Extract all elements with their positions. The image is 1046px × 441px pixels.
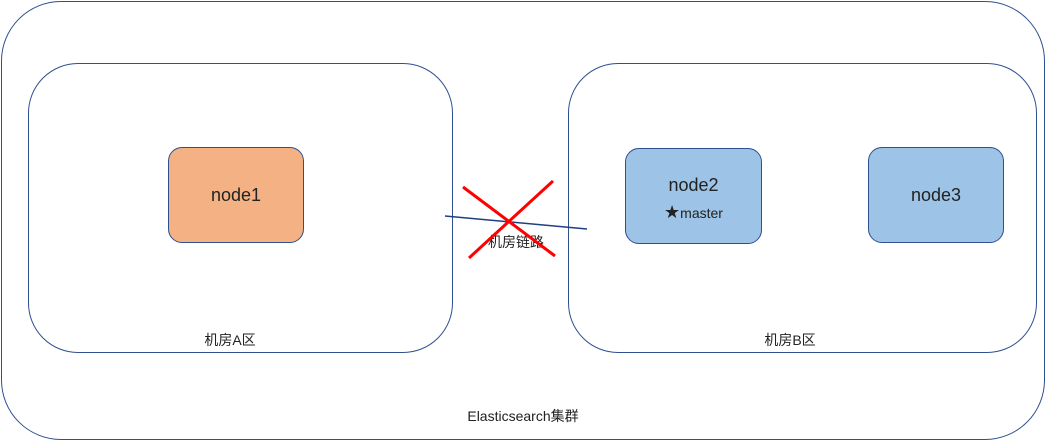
link-line (444, 215, 588, 230)
zone-b (568, 63, 1037, 353)
zone-b-label: 机房B区 (764, 332, 816, 348)
master-label: master (680, 205, 723, 221)
node2-label: node2 (668, 175, 719, 195)
star-icon: ★ (664, 202, 681, 222)
node2[interactable]: node2 ★master (625, 148, 762, 244)
node1-label: node1 (210, 184, 262, 205)
node3-label: node3 (910, 184, 962, 205)
cluster-label: Elasticsearch集群 (467, 408, 579, 424)
zone-a (28, 63, 453, 353)
node1[interactable]: node1 (168, 147, 304, 243)
node3[interactable]: node3 (868, 147, 1004, 243)
zone-a-label: 机房A区 (204, 332, 256, 348)
